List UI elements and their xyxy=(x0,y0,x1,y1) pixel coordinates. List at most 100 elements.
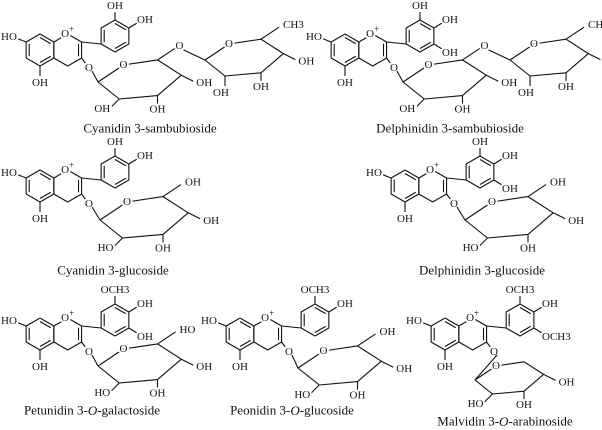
hydroxyl-label: OH xyxy=(32,213,48,225)
substituent-label: CH3 xyxy=(588,19,602,31)
b-ring-substituent-label: OH xyxy=(502,183,518,195)
bond xyxy=(527,184,547,198)
bond xyxy=(380,173,392,179)
a-ring xyxy=(25,169,55,203)
double-bond xyxy=(39,55,52,63)
double-bond xyxy=(239,321,252,329)
bond xyxy=(533,306,543,313)
b-ring-substituent-label: OH xyxy=(442,14,458,26)
double-bond xyxy=(114,307,127,315)
bond xyxy=(320,37,332,43)
hydroxyl-label: OH xyxy=(213,87,229,99)
glycosidic-oxygen-label: O xyxy=(490,346,498,358)
b-ring xyxy=(505,303,535,337)
hydroxyl-label: OH xyxy=(399,103,415,115)
bond xyxy=(486,74,499,82)
b-ring xyxy=(100,303,130,337)
flavylium-oxygen-label: O+ xyxy=(61,160,74,176)
flavylium-oxygen-label: O+ xyxy=(61,24,74,40)
b-ring-substituent-label: OCH3 xyxy=(101,284,130,296)
bond xyxy=(386,57,392,65)
double-bond xyxy=(479,177,492,185)
bond xyxy=(552,212,566,220)
compound-name: Cyanidin 3-glucoside xyxy=(57,263,169,278)
bond xyxy=(81,193,87,201)
compound-name: Delphinidin 3-sambubioside xyxy=(376,121,524,136)
substituent-label: CH3 xyxy=(283,19,304,31)
bond xyxy=(81,41,102,45)
double-bond xyxy=(39,191,52,199)
bond xyxy=(128,22,138,29)
hydroxyl-label: OH xyxy=(558,81,574,93)
bond xyxy=(162,184,182,198)
bond xyxy=(446,193,452,201)
hydroxyl-label: HO xyxy=(201,315,217,327)
c-ring xyxy=(458,317,488,351)
bond xyxy=(420,321,432,327)
sugar-ring xyxy=(204,38,284,77)
bond xyxy=(310,384,320,394)
double-bond xyxy=(404,191,417,199)
b-ring-substituent-label: OH xyxy=(137,331,153,343)
glycosidic-oxygen-label: O xyxy=(390,62,398,74)
bond xyxy=(456,206,466,221)
b-ring xyxy=(100,155,130,189)
double-bond xyxy=(114,41,127,49)
double-bond xyxy=(114,159,127,167)
compound-name: Delphinidin 3-glucoside xyxy=(419,263,545,278)
hydroxyl-label: OH xyxy=(396,363,412,375)
flavylium-oxygen-label: O+ xyxy=(61,308,74,324)
b-ring-substituent-label: OH xyxy=(137,298,153,310)
bond xyxy=(157,47,176,61)
ring-oxygen-label: O xyxy=(425,59,433,71)
hydroxyl-label: HO xyxy=(463,242,479,254)
double-bond xyxy=(114,325,127,333)
bond xyxy=(486,341,492,349)
b-ring-substituent-label: OCH3 xyxy=(542,331,571,343)
bond xyxy=(91,354,99,367)
hydroxyl-label: OH xyxy=(150,104,166,116)
bond xyxy=(493,158,503,165)
hydroxyl-label: HO xyxy=(406,315,422,327)
hydroxyl-label: OH xyxy=(150,388,166,400)
bond xyxy=(533,327,543,334)
substituent-label: OH xyxy=(185,177,201,189)
compound-name: Peonidin 3-O-glucoside xyxy=(230,403,354,418)
double-bond xyxy=(519,325,532,333)
sugar-ring xyxy=(464,196,554,239)
double-bond xyxy=(519,307,532,315)
bond xyxy=(81,177,102,181)
hydroxyl-label: HO xyxy=(1,167,17,179)
b-ring xyxy=(300,303,330,337)
ring-oxygen-label: O xyxy=(225,38,233,50)
hydroxyl-label: HO xyxy=(98,242,114,254)
glycosidic-oxygen-label: O xyxy=(285,346,293,358)
bond xyxy=(328,306,338,313)
b-ring-substituent-label: OH xyxy=(337,298,353,310)
bond xyxy=(357,333,376,347)
hydroxyl-label: OH xyxy=(32,77,48,89)
bond xyxy=(381,360,394,368)
bond xyxy=(479,237,488,247)
a-ring xyxy=(25,33,55,67)
sugar-ring xyxy=(97,343,182,384)
sugar-ring xyxy=(474,361,545,395)
double-bond xyxy=(39,321,52,329)
b-ring xyxy=(405,19,435,53)
hydroxyl-label: OH xyxy=(298,56,314,68)
bond xyxy=(486,325,507,329)
flavylium-oxygen-label: O+ xyxy=(261,308,274,324)
bond xyxy=(493,179,503,186)
hydroxyl-label: OH xyxy=(196,361,212,373)
b-ring-substituent-label: OH xyxy=(412,0,428,12)
bond xyxy=(15,37,27,43)
c-ring xyxy=(253,317,283,351)
bond xyxy=(91,70,99,83)
double-bond xyxy=(239,339,252,347)
double-bond xyxy=(344,37,357,45)
a-ring xyxy=(225,317,255,351)
hydroxyl-label: OH xyxy=(559,376,575,388)
